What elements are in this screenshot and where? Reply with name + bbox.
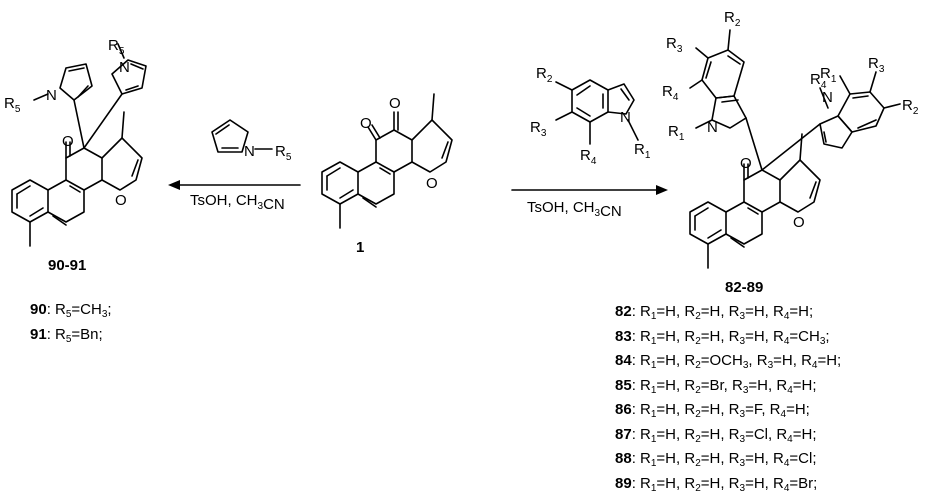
atom-O: O xyxy=(793,214,805,231)
compound-number: 87 xyxy=(615,426,632,443)
atom-O: O xyxy=(115,192,127,209)
atom-N: N xyxy=(620,109,631,126)
compound-1-structure xyxy=(322,94,452,228)
substituent-desc: : R1=H, R2=OCH3, R3=H, R4=H; xyxy=(632,352,842,369)
atom-O: O xyxy=(360,115,372,132)
compound-number: 88 xyxy=(615,450,632,467)
atom-O: O xyxy=(426,175,438,192)
label-R1: R1 xyxy=(634,141,651,161)
right-reaction-arrow xyxy=(512,185,668,195)
label-R2: R2 xyxy=(902,97,919,117)
atom-O: O xyxy=(389,95,401,112)
compound-label-1: 1 xyxy=(356,239,364,256)
pyrrole-reagent-structure xyxy=(212,120,272,152)
substituent-desc: : R1=H, R2=H, R3=Cl, R4=H; xyxy=(632,426,817,443)
compound-number: 85 xyxy=(615,377,632,394)
substituent-desc: : R5=Bn; xyxy=(47,326,103,343)
compound-number: 83 xyxy=(615,328,632,345)
compound-label-82-89: 82-89 xyxy=(725,279,763,296)
label-R5: R5 xyxy=(4,95,21,115)
atom-O: O xyxy=(62,133,74,150)
substituent-row: 82: R1=H, R2=H, R3=H, R4=H; xyxy=(615,300,841,325)
substituent-desc: : R1=H, R2=H, R3=H, R4=CH3; xyxy=(632,328,830,345)
substituent-row: 83: R1=H, R2=H, R3=H, R4=CH3; xyxy=(615,325,841,350)
label-R2: R2 xyxy=(724,9,741,29)
substituent-row: 90: R5=CH3; xyxy=(30,298,112,323)
compound-number: 89 xyxy=(615,475,632,492)
substituent-row: 88: R1=H, R2=H, R3=H, R4=Cl; xyxy=(615,447,841,472)
label-R5: R5 xyxy=(108,37,125,57)
left-reaction-arrow xyxy=(168,180,300,190)
atom-N: N xyxy=(822,89,833,106)
right-substituent-list: 82: R1=H, R2=H, R3=H, R4=H;83: R1=H, R2=… xyxy=(615,300,841,496)
left-substituent-list: 90: R5=CH3;91: R5=Bn; xyxy=(30,298,112,347)
substituent-row: 91: R5=Bn; xyxy=(30,323,112,348)
compound-number: 90 xyxy=(30,301,47,318)
label-R1: R1 xyxy=(668,123,685,143)
substituent-desc: : R1=H, R2=H, R3=H, R4=H; xyxy=(632,303,813,320)
substituent-desc: : R1=H, R2=H, R3=F, R4=H; xyxy=(632,401,810,418)
atom-N: N xyxy=(244,143,255,160)
atom-N: N xyxy=(46,87,57,104)
compound-number: 86 xyxy=(615,401,632,418)
substituent-desc: : R1=H, R2=Br, R3=H, R4=H; xyxy=(632,377,817,394)
compound-number: 84 xyxy=(615,352,632,369)
atom-N: N xyxy=(707,119,718,136)
right-conditions: TsOH, CH3CN xyxy=(527,199,622,220)
atom-N: N xyxy=(119,59,130,76)
substituent-row: 85: R1=H, R2=Br, R3=H, R4=H; xyxy=(615,374,841,399)
compound-label-90-91: 90-91 xyxy=(48,257,86,274)
substituent-row: 89: R1=H, R2=H, R3=H, R4=Br; xyxy=(615,472,841,496)
compound-number: 82 xyxy=(615,303,632,320)
label-R4: R4 xyxy=(662,83,679,103)
left-conditions: TsOH, CH3CN xyxy=(190,192,285,213)
substituent-desc: : R1=H, R2=H, R3=H, R4=Cl; xyxy=(632,450,817,467)
substituent-desc: : R1=H, R2=H, R3=H, R4=Br; xyxy=(632,475,818,492)
substituent-row: 86: R1=H, R2=H, R3=F, R4=H; xyxy=(615,398,841,423)
label-R3: R3 xyxy=(530,119,547,139)
atom-O: O xyxy=(740,155,752,172)
label-R2: R2 xyxy=(536,65,553,85)
compound-number: 91 xyxy=(30,326,47,343)
substituent-row: 84: R1=H, R2=OCH3, R3=H, R4=H; xyxy=(615,349,841,374)
label-R3: R3 xyxy=(666,35,683,55)
label-R4: R4 xyxy=(580,147,597,167)
substituent-desc: : R5=CH3; xyxy=(47,301,112,318)
label-R5: R5 xyxy=(275,143,292,163)
substituent-row: 87: R1=H, R2=H, R3=Cl, R4=H; xyxy=(615,423,841,448)
